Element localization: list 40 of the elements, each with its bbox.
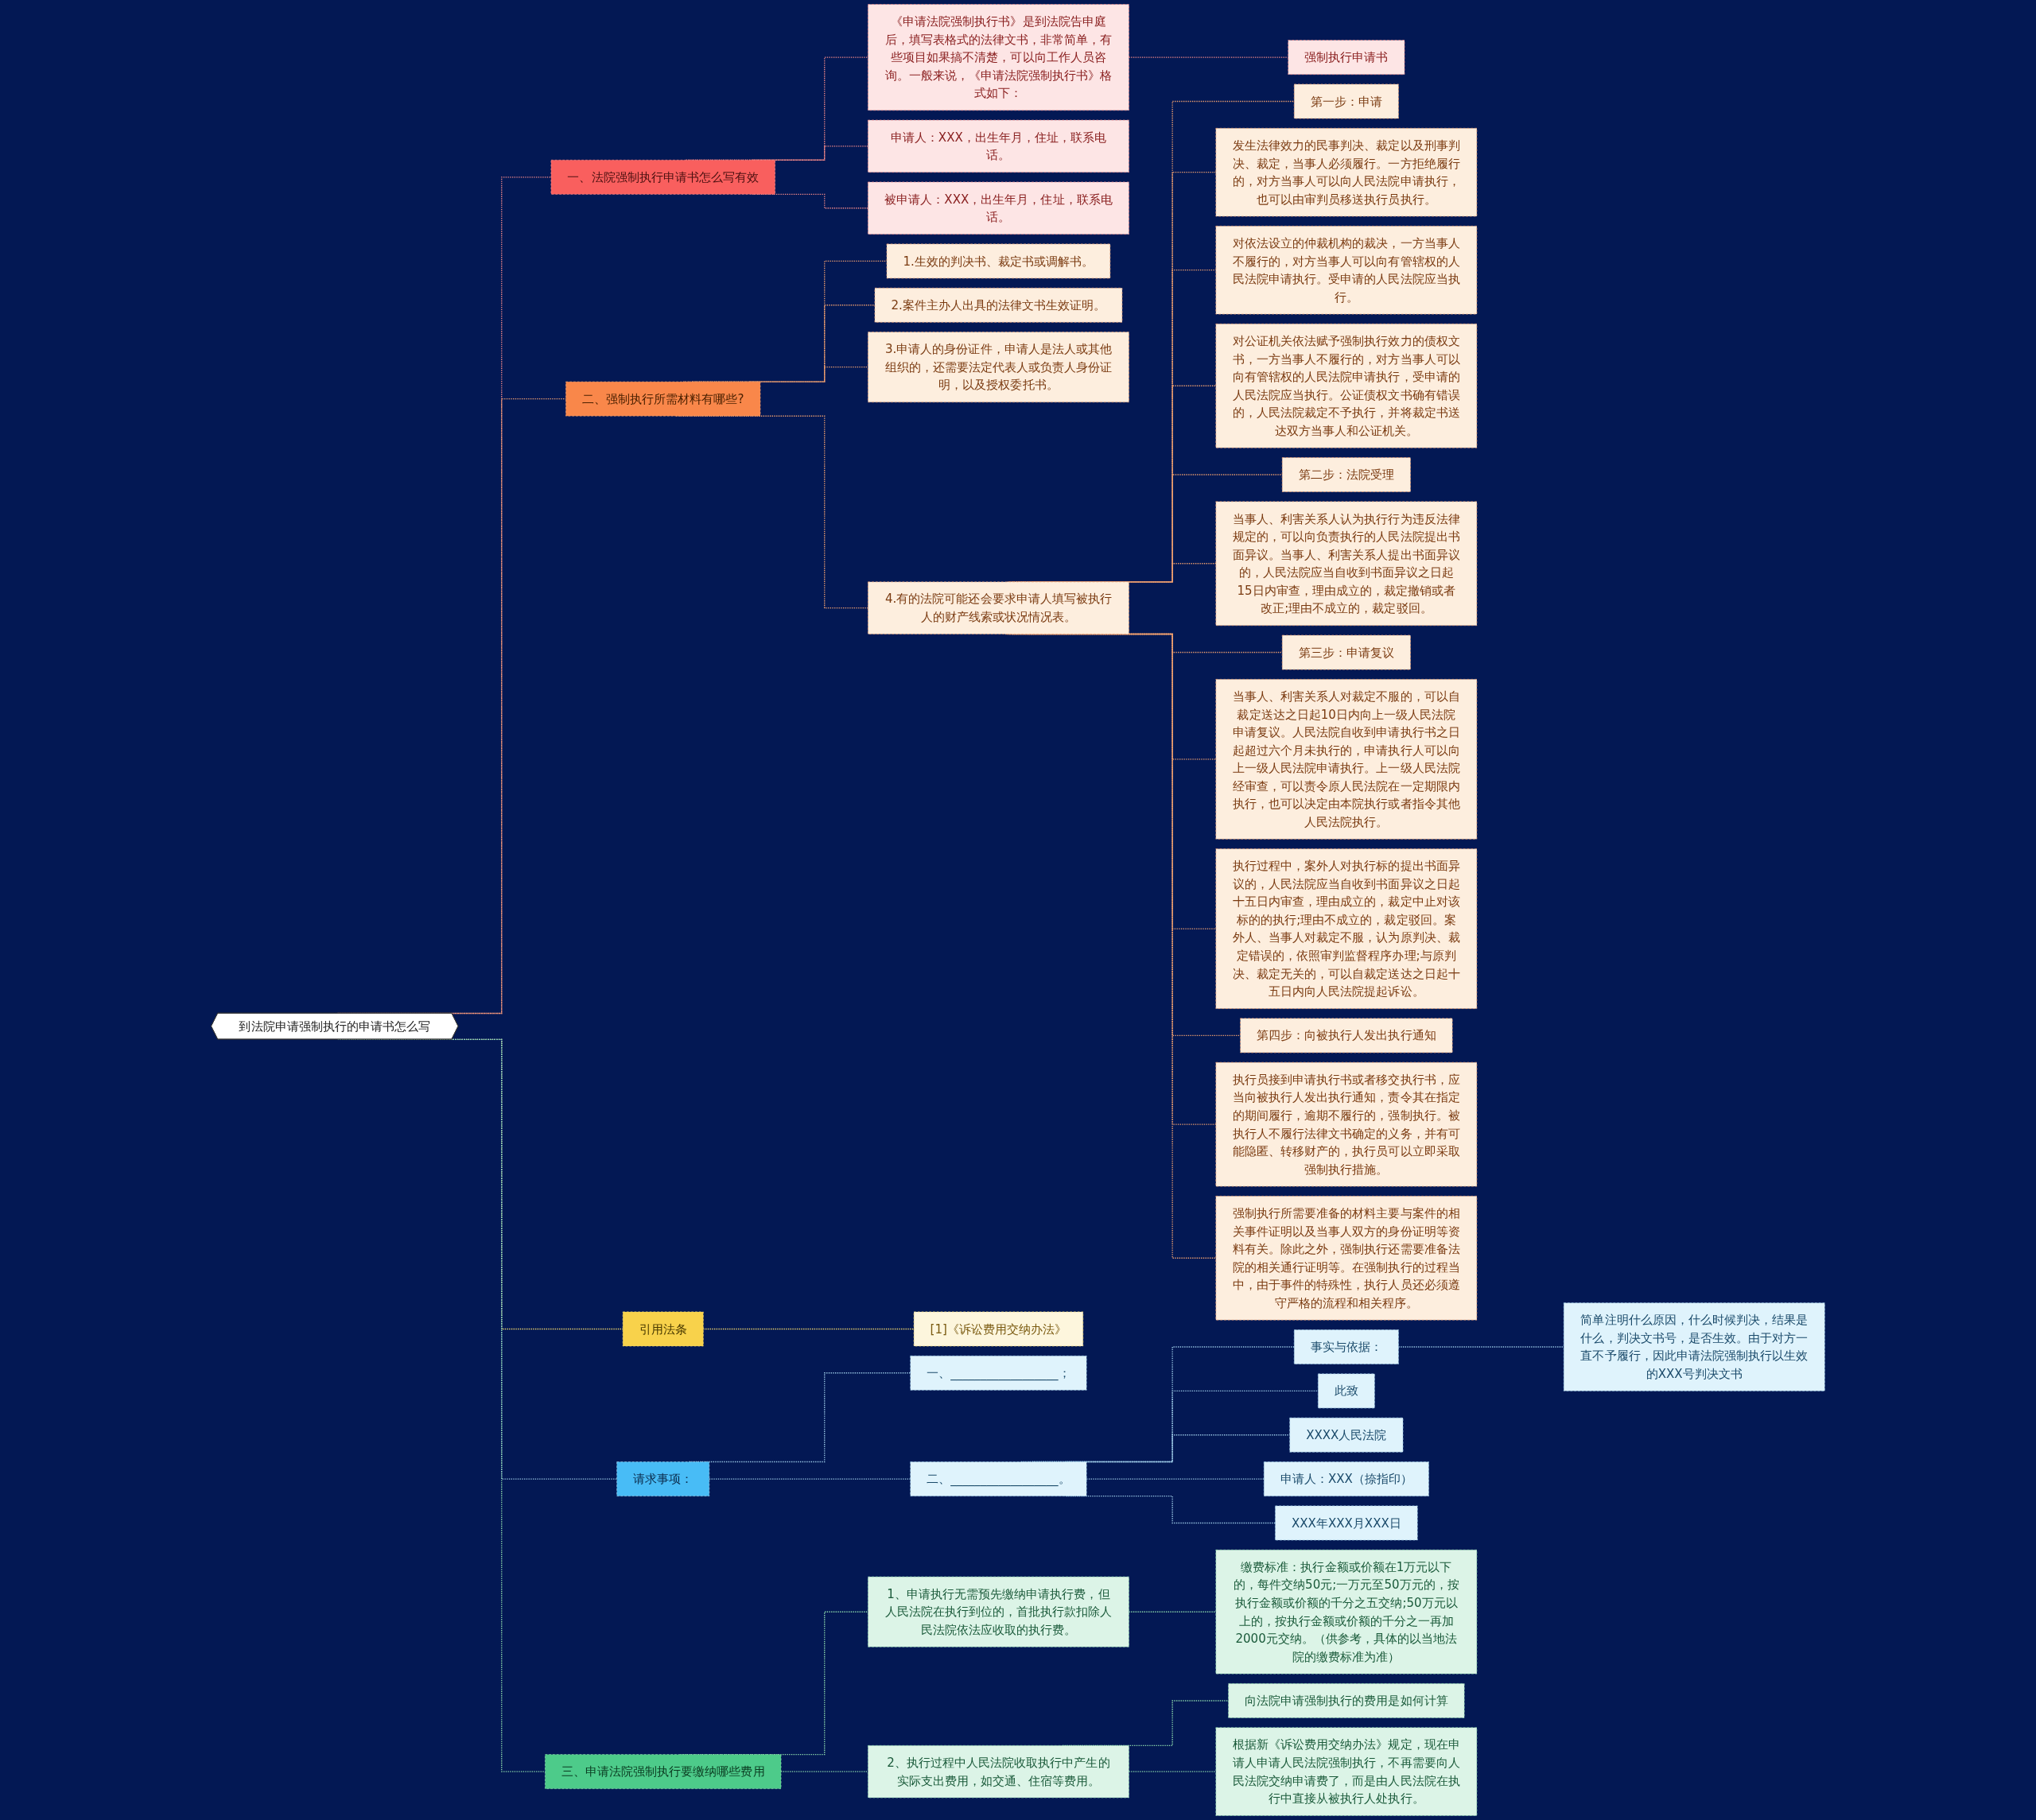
node-box <box>910 1355 1087 1391</box>
node-box <box>1215 226 1478 315</box>
node-box <box>868 119 1129 173</box>
node-box <box>1215 848 1478 1009</box>
node-box <box>868 1576 1129 1647</box>
node-box <box>616 1461 710 1496</box>
node-box <box>1281 634 1411 670</box>
node-box <box>1564 1302 1825 1391</box>
node-box <box>550 159 775 195</box>
node-box <box>1240 1018 1453 1054</box>
node-box <box>1294 1329 1399 1364</box>
node-box <box>1275 1505 1418 1541</box>
node-box <box>565 381 761 417</box>
node-box <box>1288 40 1405 75</box>
node-box <box>1228 1683 1465 1718</box>
node-box <box>868 581 1129 634</box>
node-box <box>1281 457 1411 492</box>
node-box <box>1215 1061 1478 1187</box>
node-box <box>1215 1196 1478 1321</box>
node-box <box>868 4 1129 111</box>
connector <box>1086 1478 1265 1480</box>
node-box <box>1215 1727 1478 1816</box>
node-box <box>1215 128 1478 217</box>
node-box <box>1289 1417 1404 1453</box>
node-box <box>622 1311 704 1347</box>
node-box <box>1215 501 1478 627</box>
node-box <box>913 1311 1084 1347</box>
node-box <box>1294 83 1399 119</box>
node-box <box>1215 1549 1478 1674</box>
node-box <box>1215 324 1478 448</box>
node-box <box>545 1754 782 1789</box>
node-box <box>1215 679 1478 840</box>
node-box <box>868 1745 1129 1799</box>
node-box <box>874 287 1123 323</box>
node-box <box>910 1461 1087 1496</box>
node-box <box>1318 1373 1375 1409</box>
node-box <box>886 243 1111 279</box>
node-box <box>868 181 1129 235</box>
node-box <box>868 332 1129 403</box>
node-box <box>1264 1461 1429 1496</box>
